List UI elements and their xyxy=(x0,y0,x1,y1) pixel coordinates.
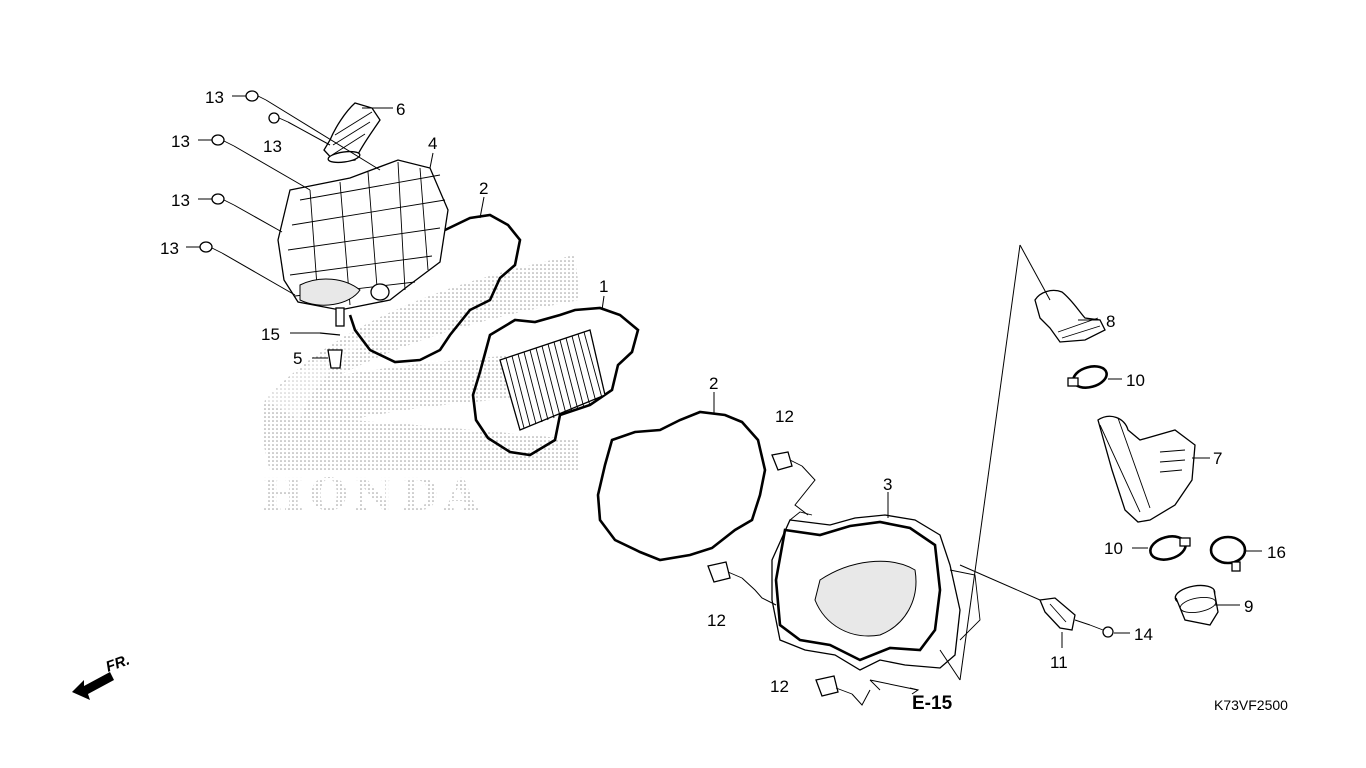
callout-13-e: 13 xyxy=(160,239,179,258)
callout-2-lower: 2 xyxy=(709,374,718,393)
callout-5: 5 xyxy=(293,349,302,368)
part-5-plug xyxy=(327,349,343,369)
callout-11: 11 xyxy=(1050,653,1068,672)
reference-label-e15: E-15 xyxy=(912,693,953,714)
front-direction-label: FR. xyxy=(104,652,133,676)
callout-12-c: 12 xyxy=(770,677,789,696)
callout-15: 15 xyxy=(261,325,280,344)
part-15-pin xyxy=(319,332,341,336)
callout-13-b: 13 xyxy=(263,137,282,156)
bolt-13-a xyxy=(245,90,267,102)
bolt-13-b xyxy=(268,112,289,124)
part-1-air-filter-element xyxy=(471,306,640,457)
callout-7: 7 xyxy=(1213,449,1222,468)
part-11-drain-tube-plug xyxy=(1039,597,1076,631)
part-10-upper-clamp xyxy=(1067,365,1108,389)
part-10-lower-clamp xyxy=(1149,535,1191,561)
callout-9: 9 xyxy=(1244,597,1253,616)
leader-lines xyxy=(186,95,1262,706)
front-arrow-icon xyxy=(72,672,114,700)
front-direction-arrow: FR. xyxy=(72,652,132,700)
part-4-upper-case xyxy=(277,159,449,327)
callout-13-c: 13 xyxy=(171,132,190,151)
bolt-12-a xyxy=(771,451,803,471)
part-2-upper-gasket xyxy=(348,213,522,364)
bolt-13-e xyxy=(199,241,223,254)
honda-wing-watermark: HONDA xyxy=(262,255,580,521)
callout-3: 3 xyxy=(883,475,892,494)
part-8-connecting-tube xyxy=(1034,289,1106,343)
callout-6: 6 xyxy=(396,100,405,119)
part-7-intake-duct xyxy=(1097,415,1196,523)
part-2-lower-gasket xyxy=(596,410,767,562)
callout-16: 16 xyxy=(1267,543,1286,562)
honda-watermark-text: HONDA xyxy=(262,470,484,521)
callout-2-upper: 2 xyxy=(479,179,488,198)
part-3-lower-case xyxy=(771,511,981,691)
screw-14 xyxy=(1089,624,1114,638)
callout-1: 1 xyxy=(599,277,608,296)
callout-13-d: 13 xyxy=(171,191,190,210)
bolt-12-b xyxy=(707,561,743,583)
drawing-code: K73VF2500 xyxy=(1214,697,1288,713)
bolt-13-d xyxy=(211,193,235,206)
part-9-joint xyxy=(1174,584,1219,626)
bolt-13-c xyxy=(211,134,235,147)
callout-12-b: 12 xyxy=(707,611,726,630)
callout-10-upper: 10 xyxy=(1126,371,1145,390)
callout-10-lower: 10 xyxy=(1104,539,1123,558)
part-6-connecting-tube xyxy=(323,102,381,164)
bolt-12-c xyxy=(815,675,853,697)
callout-4: 4 xyxy=(428,134,437,153)
callout-13-a: 13 xyxy=(205,88,224,107)
callout-8: 8 xyxy=(1106,312,1115,331)
callout-12-a: 12 xyxy=(775,407,794,426)
part-16-clamp xyxy=(1209,535,1247,572)
callout-14: 14 xyxy=(1134,625,1153,644)
